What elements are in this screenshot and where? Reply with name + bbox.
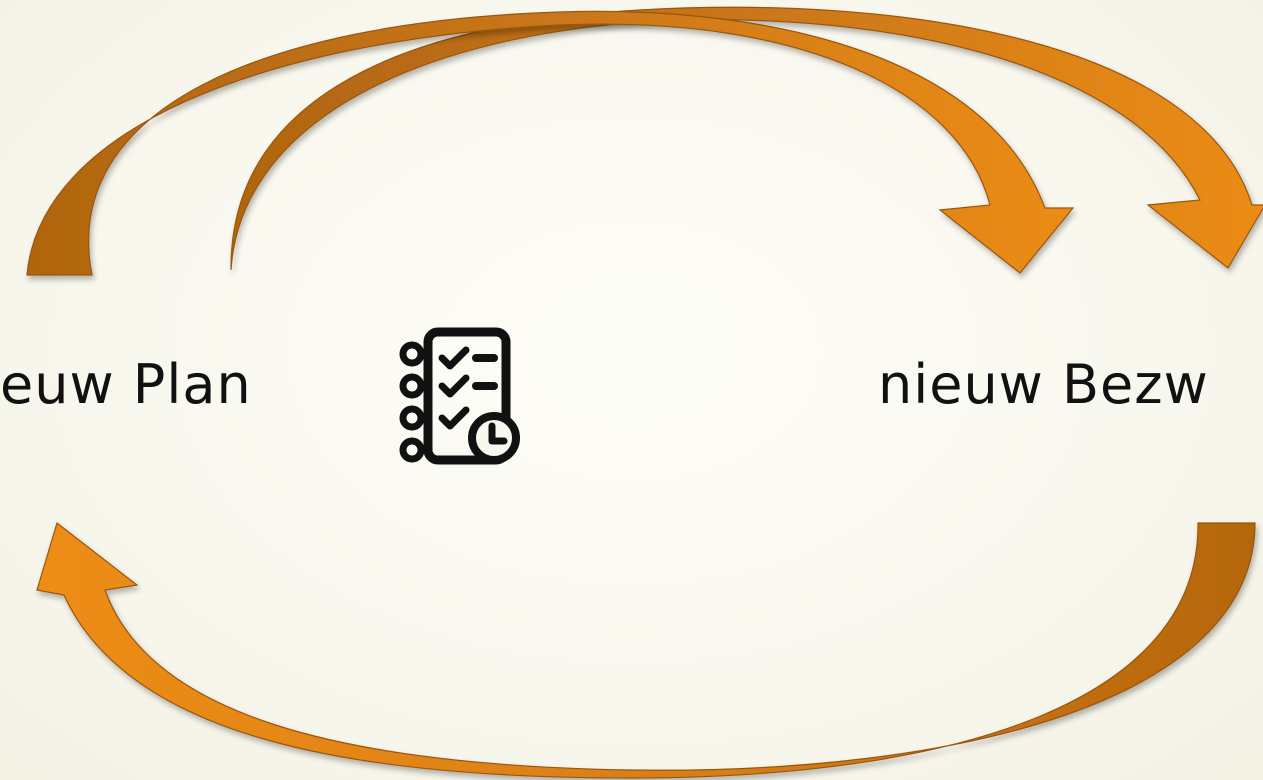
top-arrow-outer <box>230 6 1263 271</box>
top-arrow-inner <box>26 10 1075 276</box>
checklist-clock-icon <box>386 326 522 466</box>
bezwaar-label: nieuw Bezw <box>878 353 1209 416</box>
plan-label: ieuw Plan <box>0 353 252 416</box>
bottom-arrow <box>36 521 1256 779</box>
